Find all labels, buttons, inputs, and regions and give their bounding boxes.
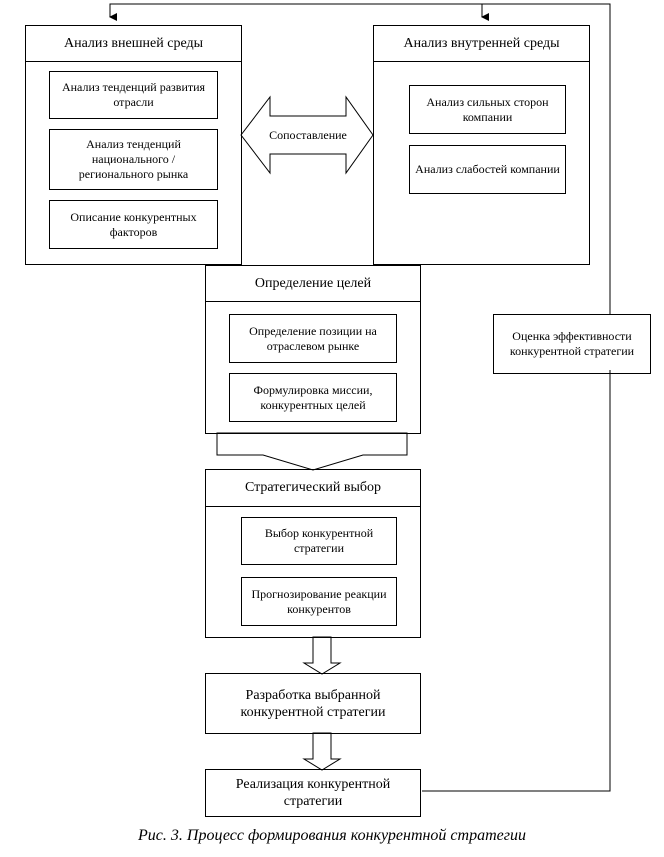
external-analysis-box: Анализ внешней среды: [25, 25, 242, 265]
comparison-label: Сопоставление: [269, 127, 347, 142]
implementation-box: Реализация конкурентной стратегии: [205, 769, 421, 817]
development-box: Разработка выбранной конкурентной страте…: [205, 673, 421, 734]
external-item-3: Описание конкурентных факторов: [49, 200, 218, 249]
choice-title: Стратегический выбор: [244, 480, 382, 495]
figure-caption: Рис. 3. Процесс формирования конкурентно…: [138, 827, 526, 844]
choice-to-development-arrow: [302, 636, 342, 675]
goals-to-choice-arrow: [216, 432, 408, 471]
evaluation-box: Оценка эффективности конкурентной страте…: [493, 314, 651, 374]
internal-analysis-title: Анализ внутренней среды: [403, 36, 560, 51]
goals-item-2: Формулировка миссии, конкурентных целей: [229, 373, 397, 422]
choice-item-1: Выбор конкурентной стратегии: [241, 517, 397, 565]
external-divider: [26, 61, 241, 62]
feedback-line-top: [109, 3, 611, 314]
goals-box: Определение целей: [205, 265, 421, 434]
internal-item-1: Анализ сильных сторон компании: [409, 85, 566, 134]
development-to-implementation-arrow: [302, 732, 342, 771]
internal-item-2: Анализ слабостей компании: [409, 145, 566, 194]
external-analysis-title: Анализ внешней среды: [63, 36, 203, 51]
choice-divider: [206, 506, 420, 507]
external-item-2: Анализ тенденций национального / региона…: [49, 129, 218, 190]
choice-box: Стратегический выбор: [205, 469, 421, 638]
choice-item-2: Прогнозирование реакции конкурентов: [241, 577, 397, 626]
external-item-1: Анализ тенденций развития отрасли: [49, 71, 218, 119]
internal-analysis-box: Анализ внутренней среды: [373, 25, 590, 265]
internal-divider: [374, 61, 589, 62]
goals-title: Определение целей: [254, 276, 372, 291]
feedback-line-bottom: [422, 370, 611, 792]
goals-divider: [206, 301, 420, 302]
goals-item-1: Определение позиции на отраслевом рынке: [229, 314, 397, 363]
